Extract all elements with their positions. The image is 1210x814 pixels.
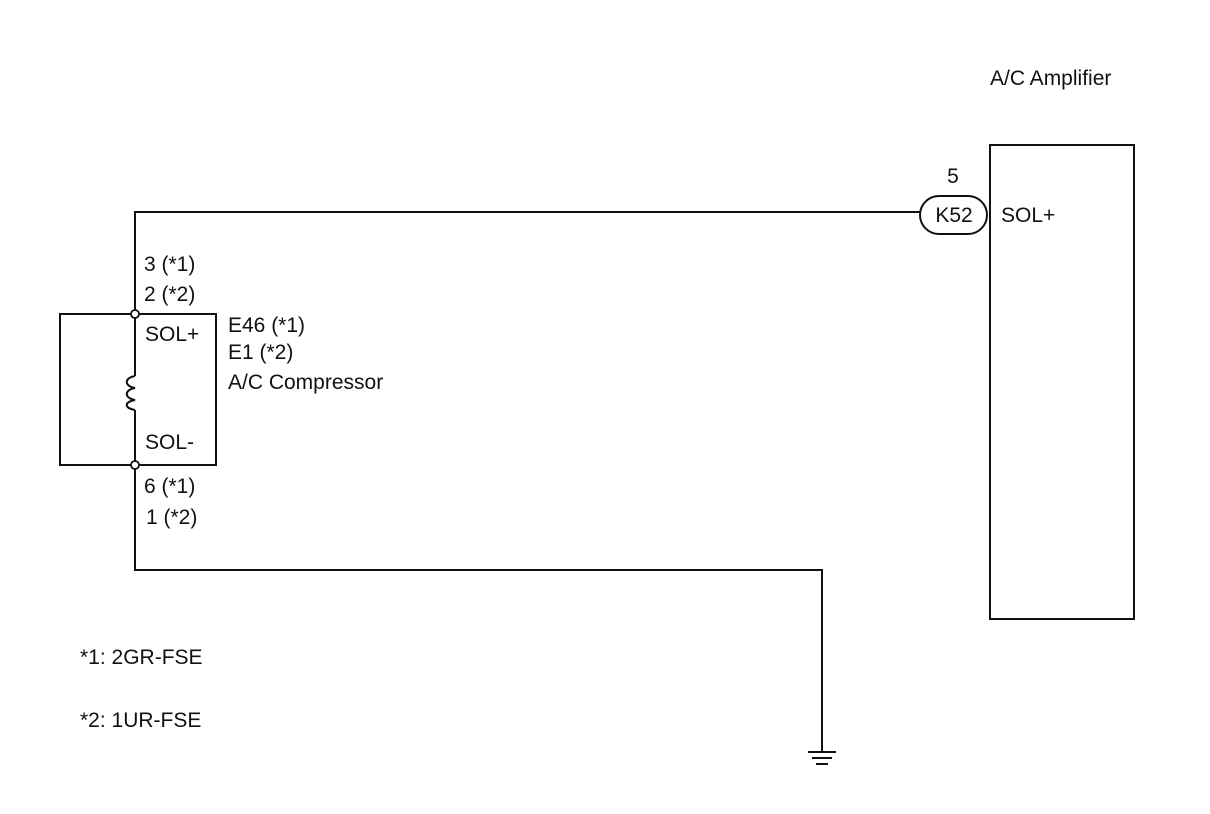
compressor-minus-pin-2: 1 (*2) — [146, 506, 197, 529]
connector-k52 — [919, 195, 988, 235]
terminal-sol-plus — [130, 309, 140, 319]
note-2: *2: 1UR-FSE — [80, 709, 201, 732]
compressor-title: A/C Compressor — [228, 371, 383, 394]
amplifier-pin-label: SOL+ — [1001, 204, 1055, 227]
compressor-connector-id-1: E46 (*1) — [228, 314, 305, 337]
solenoid-coil-icon — [125, 375, 136, 411]
compressor-plus-pin-2: 2 (*2) — [144, 283, 195, 306]
compressor-minus-pin-1: 6 (*1) — [144, 475, 195, 498]
ground-icon — [808, 751, 836, 765]
signal-wire — [134, 211, 920, 313]
connector-pin-number: 5 — [947, 165, 959, 188]
terminal-sol-minus — [130, 460, 140, 470]
amplifier-box — [989, 144, 1135, 620]
compressor-sol-minus-label: SOL- — [145, 431, 194, 454]
note-1: *1: 2GR-FSE — [80, 646, 203, 669]
amplifier-title: A/C Amplifier — [990, 67, 1111, 90]
compressor-plus-pin-1: 3 (*1) — [144, 253, 195, 276]
compressor-connector-id-2: E1 (*2) — [228, 341, 293, 364]
ground-wire — [134, 469, 823, 752]
compressor-sol-plus-label: SOL+ — [145, 323, 199, 346]
connector-k52-label: K52 — [935, 204, 972, 227]
